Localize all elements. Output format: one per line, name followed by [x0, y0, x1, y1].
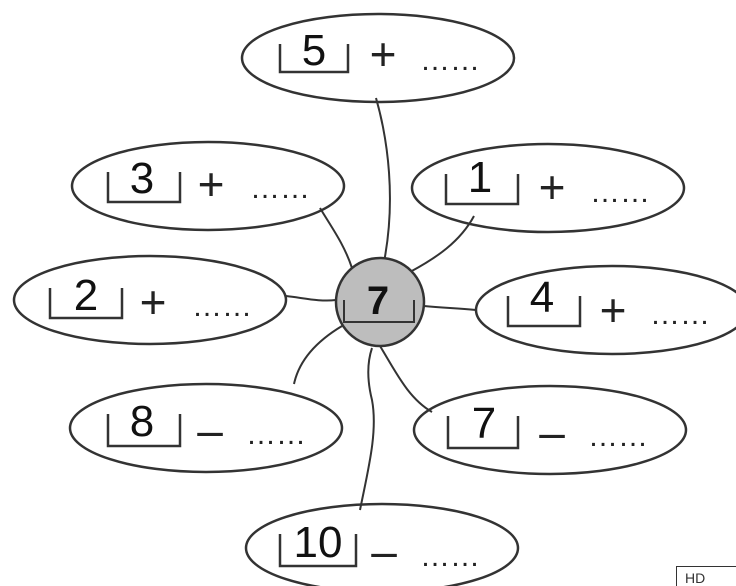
center-circle: 7 [334, 256, 426, 348]
petal-operator: – [539, 406, 565, 458]
connector-middle-right [423, 305, 477, 311]
connector-top [375, 97, 391, 263]
answer-box-bracket [446, 416, 520, 450]
answer-box-bracket [106, 414, 182, 448]
petal-operator: – [197, 404, 223, 456]
connector-bottom [359, 347, 375, 511]
answer-box-bracket [506, 296, 582, 328]
petal-bottom: 10 – …… [244, 502, 520, 586]
petal-blank: …… [420, 44, 480, 77]
petal-number: 5 [302, 26, 326, 75]
petal-number: 4 [530, 273, 554, 322]
center-answer-bracket [343, 300, 415, 323]
petal-blank: …… [250, 172, 310, 205]
petal-blank: …… [420, 540, 480, 573]
petal-operator: + [600, 284, 627, 336]
petal-blank: …… [192, 290, 252, 323]
petal-blank: …… [650, 298, 710, 331]
petal-blank: …… [590, 176, 650, 209]
petal-middle-left: 2 + …… [12, 254, 288, 346]
petal-blank: …… [588, 420, 648, 453]
petal-number: 7 [472, 399, 496, 448]
petal-top: 5 + …… [240, 12, 516, 104]
petal-number: 1 [468, 153, 492, 202]
petal-number: 8 [130, 397, 154, 446]
petal-lower-right: 7 – …… [412, 384, 688, 476]
answer-box-bracket [278, 44, 350, 74]
connector-upper-right [409, 215, 475, 273]
petal-operator: – [371, 525, 397, 577]
connector-lower-right [379, 345, 433, 413]
petal-lower-left: 8 – …… [68, 382, 344, 474]
connector-middle-left [285, 295, 337, 302]
petal-blank: …… [246, 418, 306, 451]
petal-upper-right: 1 + …… [410, 142, 686, 234]
petal-operator: + [370, 28, 397, 80]
petal-middle-right: 4 + …… [474, 264, 736, 356]
petal-number: 2 [74, 271, 98, 320]
petal-number: 10 [294, 518, 343, 567]
answer-box-bracket [106, 172, 182, 204]
petal-number: 3 [130, 154, 154, 203]
center-value: 7 [367, 279, 389, 323]
answer-box-bracket [278, 534, 358, 568]
petal-upper-left: 3 + …… [70, 140, 346, 232]
connector-lower-left [293, 325, 343, 385]
petal-operator: + [198, 158, 225, 210]
connector-upper-left [319, 207, 353, 269]
petal-operator: + [539, 161, 566, 213]
answer-box-bracket [444, 174, 520, 206]
answer-box-bracket [48, 288, 124, 320]
corner-label: HD [676, 566, 736, 586]
petal-operator: + [140, 276, 167, 328]
